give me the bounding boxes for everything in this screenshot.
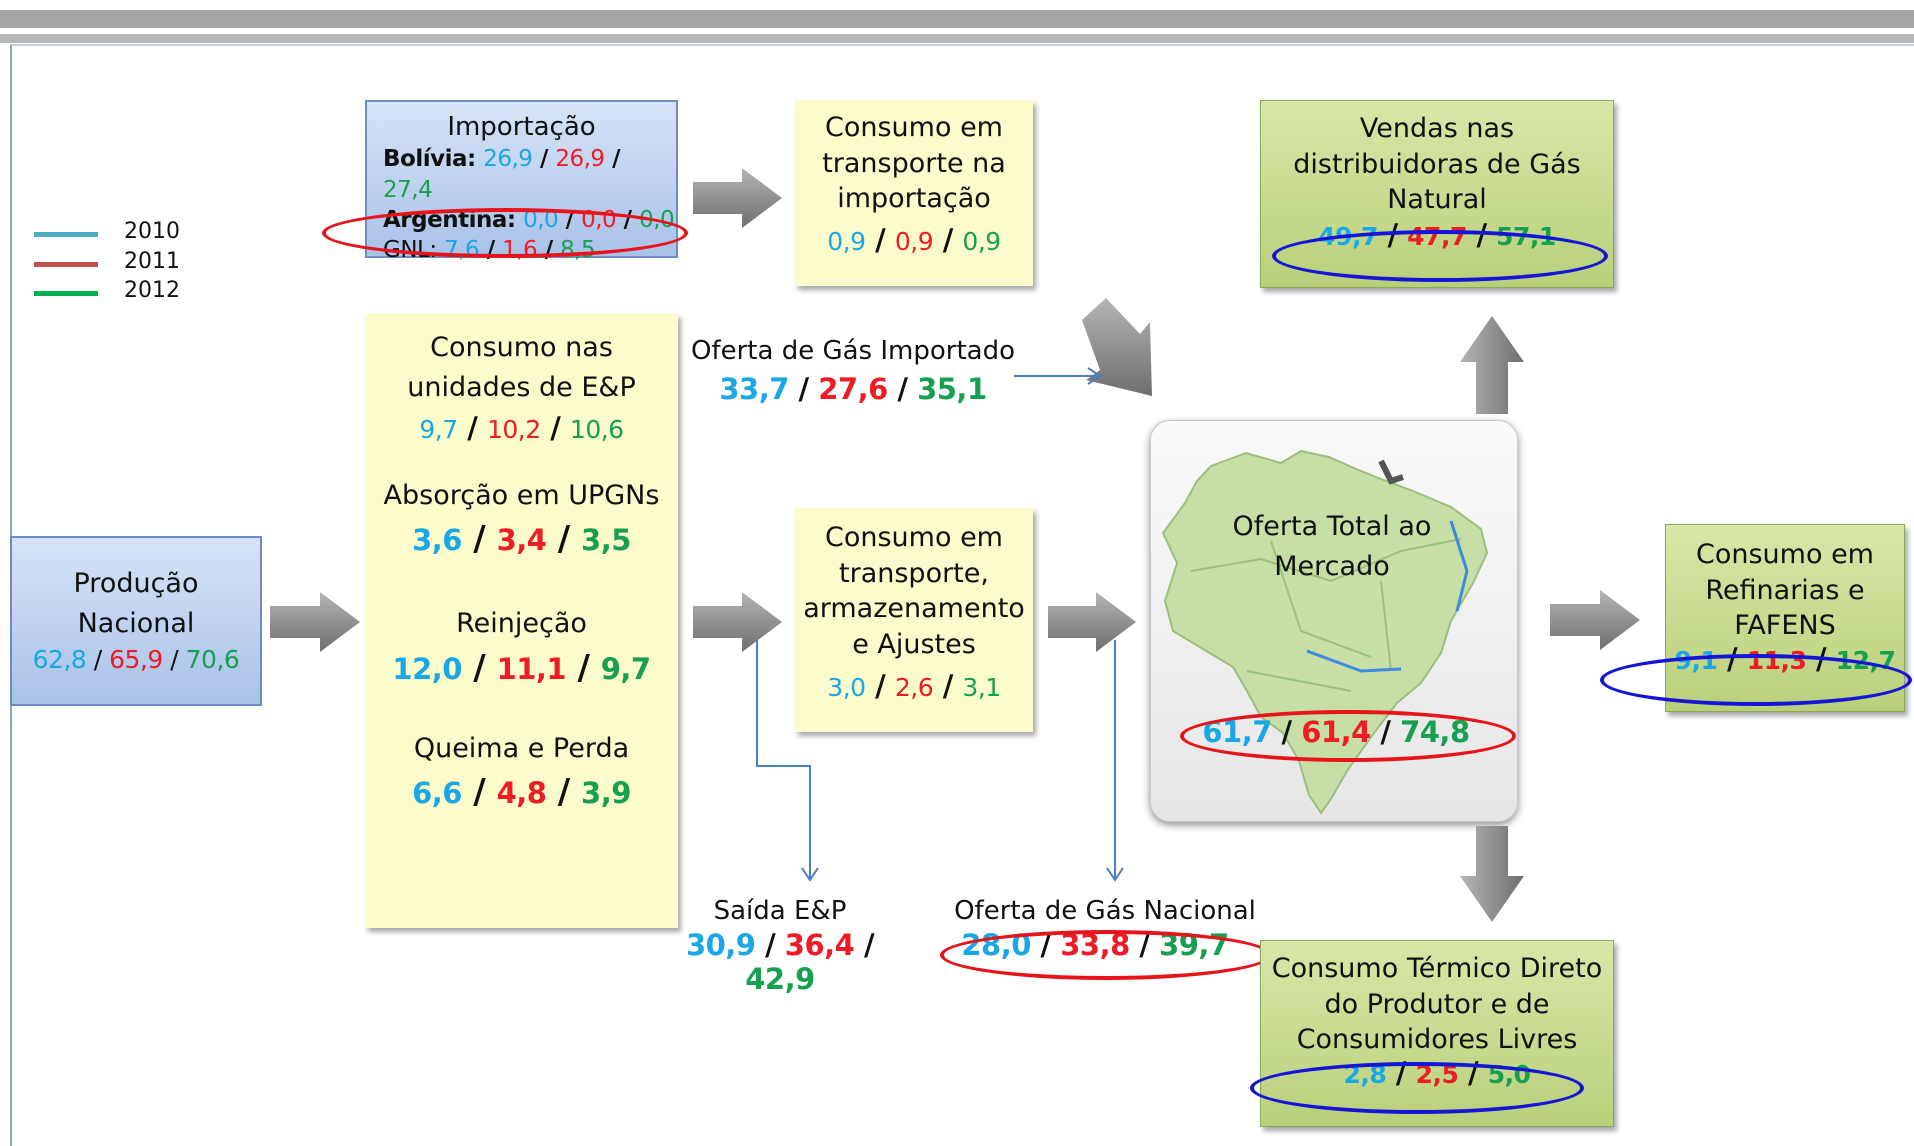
legend-line-2011 xyxy=(34,262,98,267)
consumo-ep-box: Consumo nas unidades de E&P 9,7 / 10,2 /… xyxy=(365,314,678,928)
importacao-title: Importação xyxy=(447,112,596,142)
oferta-nacional-title: Oferta de Gás Nacional xyxy=(954,896,1256,926)
bolivia-value-2012: 27,4 xyxy=(383,176,433,203)
refinarias-line-3: FAFENS xyxy=(1734,610,1836,642)
consumo-transporte-value-2010: 3,0 xyxy=(827,672,866,702)
consumo-ep-values: 9,7 / 10,2 / 10,6 xyxy=(419,411,624,446)
oferta-importado-value-2011: 27,6 xyxy=(818,372,888,406)
consumo-importacao-line-3: importação xyxy=(837,183,991,215)
consumo-ep-value-2010: 9,7 xyxy=(419,415,458,445)
consumo-transporte-value-2012: 3,1 xyxy=(962,672,1001,702)
importacao-label-bolivia: Bolívia: xyxy=(383,146,476,173)
reinjecao-value-2012: 9,7 xyxy=(600,651,651,686)
consumo-importacao-value-2012: 0,9 xyxy=(962,226,1001,256)
legend-year-2010: 2010 xyxy=(124,219,180,244)
consumo-importacao-line-1: Consumo em xyxy=(825,112,1003,143)
saida-ep-values: 30,9 / 36,4 / 42,9 xyxy=(685,928,875,996)
producao-nacional-box: Produção Nacional 62,8 / 65,9 / 70,6 xyxy=(10,536,262,706)
vendas-line-1: Vendas nas xyxy=(1359,113,1515,144)
oferta-importado-values: 33,7 / 27,6 / 35,1 xyxy=(719,372,987,406)
absorcao-value-2012: 3,5 xyxy=(581,523,631,558)
producao-values: 62,8 / 65,9 / 70,6 xyxy=(32,645,240,675)
absorcao-values: 3,6 / 3,4 / 3,5 xyxy=(412,519,631,560)
saida-ep-title: Saída E&P xyxy=(713,896,847,926)
oferta-importado-title: Oferta de Gás Importado xyxy=(691,336,1015,366)
refinarias-line-2: Refinarias e xyxy=(1705,574,1865,606)
consumo-transporte-values: 3,0 / 2,6 / 3,1 xyxy=(827,668,1001,703)
reinjecao-value-2011: 11,1 xyxy=(496,651,567,686)
bolivia-value-2011: 26,9 xyxy=(555,146,605,173)
consumo-ep-value-2011: 10,2 xyxy=(486,415,541,445)
refinarias-highlight-oval xyxy=(1600,654,1912,706)
legend-year-2011: 2011 xyxy=(124,249,180,274)
vendas-line-3: Natural xyxy=(1387,184,1487,216)
refinarias-line-1: Consumo em xyxy=(1696,539,1874,570)
consumo-ep-line-1: Consumo nas xyxy=(430,332,613,363)
consumo-ep-value-2012: 10,6 xyxy=(569,415,624,445)
reinjecao-value-2010: 12,0 xyxy=(392,651,462,686)
absorcao-value-2010: 3,6 xyxy=(412,523,462,558)
saida-ep-value-2010: 30,9 xyxy=(685,928,756,962)
consumo-importacao-value-2011: 0,9 xyxy=(894,226,934,256)
queima-values: 6,6 / 4,8 / 3,9 xyxy=(412,772,631,813)
header-bar-bottom xyxy=(0,34,1914,43)
oferta-total-highlight-oval xyxy=(1180,710,1516,762)
saida-ep-value-2012: 42,9 xyxy=(745,962,815,996)
reinjecao-values: 12,0 / 11,1 / 9,7 xyxy=(392,647,651,688)
legend-line-2012 xyxy=(34,291,98,296)
producao-value-2012: 70,6 xyxy=(185,645,240,675)
vendas-line-2: distribuidoras de Gás xyxy=(1293,148,1581,180)
queima-value-2010: 6,6 xyxy=(412,776,462,811)
consumo-transporte-value-2011: 2,6 xyxy=(894,672,934,702)
oferta-nacional-highlight-oval xyxy=(940,930,1272,980)
consumo-importacao-value-2010: 0,9 xyxy=(827,226,866,256)
producao-value-2010: 62,8 xyxy=(32,645,87,675)
termico-line-3: Consumidores Livres xyxy=(1296,1024,1578,1056)
consumo-transporte-line-1: Consumo em xyxy=(825,522,1003,553)
producao-value-2011: 65,9 xyxy=(109,645,163,675)
saida-ep-label: Saída E&P 30,9 / 36,4 / 42,9 xyxy=(660,896,900,996)
consumo-transporte-line-4: e Ajustes xyxy=(852,628,976,660)
bolivia-value-2010: 26,9 xyxy=(483,146,533,173)
producao-title-1: Produção xyxy=(73,568,199,599)
oferta-importado-value-2012: 35,1 xyxy=(917,372,987,406)
absorcao-label: Absorção em UPGNs xyxy=(383,479,660,511)
consumo-ep-line-2: unidades de E&P xyxy=(407,371,636,403)
header-bar-top xyxy=(0,10,1914,28)
reinjecao-label: Reinjeção xyxy=(456,608,587,640)
producao-title-2: Nacional xyxy=(77,607,195,639)
termico-highlight-oval xyxy=(1250,1062,1584,1114)
queima-value-2011: 4,8 xyxy=(496,776,547,811)
consumo-transporte-line-2: transporte, xyxy=(839,557,989,589)
oferta-total-line-2: Mercado xyxy=(1274,551,1390,582)
oferta-total-line-1: Oferta Total ao xyxy=(1232,511,1432,542)
termico-line-1: Consumo Térmico Direto xyxy=(1271,953,1603,984)
saida-ep-value-2011: 36,4 xyxy=(784,928,855,962)
gnl-highlight-oval xyxy=(322,208,688,258)
absorcao-value-2011: 3,4 xyxy=(496,523,547,558)
consumo-importacao-box: Consumo em transporte na importação 0,9 … xyxy=(795,100,1033,286)
legend-year-2012: 2012 xyxy=(124,278,180,303)
consumo-importacao-line-2: transporte na xyxy=(822,147,1006,179)
consumo-transporte-line-3: armazenamento xyxy=(803,593,1025,625)
consumo-importacao-values: 0,9 / 0,9 / 0,9 xyxy=(827,222,1001,257)
queima-label: Queima e Perda xyxy=(413,732,630,764)
vendas-highlight-oval xyxy=(1272,230,1608,282)
importacao-row-bolivia: Bolívia: 26,9 / 26,9 / 27,4 xyxy=(383,146,621,203)
queima-value-2012: 3,9 xyxy=(581,776,631,811)
termico-line-2: do Produtor e de xyxy=(1324,988,1550,1020)
oferta-importado-label: Oferta de Gás Importado 33,7 / 27,6 / 35… xyxy=(688,336,1018,406)
oferta-importado-value-2010: 33,7 xyxy=(719,372,789,406)
consumo-transporte-box: Consumo em transporte, armazenamento e A… xyxy=(795,508,1033,732)
legend-line-2010 xyxy=(34,232,98,237)
